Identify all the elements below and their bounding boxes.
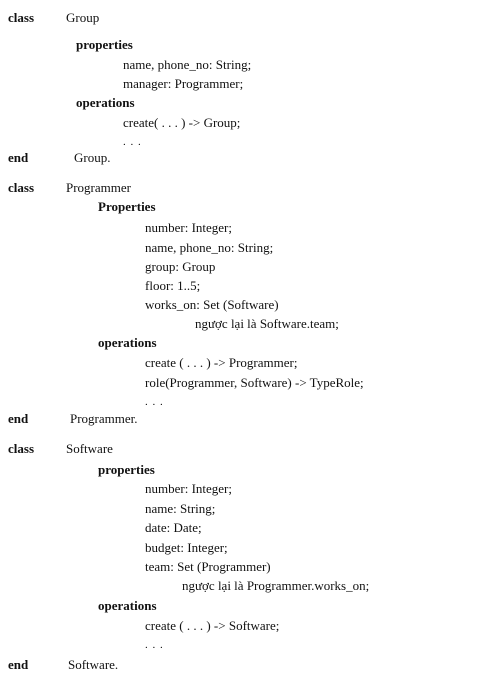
class-name: Group [66, 10, 100, 25]
property-line: number: Integer; [145, 220, 232, 235]
operation-ellipsis: . . . [145, 639, 164, 651]
operation-line: create ( . . . ) -> Programmer; [145, 355, 298, 370]
class-name: Software [66, 441, 113, 456]
property-line: name, phone_no: String; [123, 57, 252, 72]
operations-label: operations [76, 95, 135, 110]
property-line: name: String; [145, 501, 216, 516]
property-line: works_on: Set (Software) [145, 297, 279, 312]
properties-label: properties [98, 462, 155, 477]
property-line: floor: 1..5; [145, 278, 201, 293]
end-name: Programmer. [70, 411, 138, 426]
properties-label: properties [76, 37, 133, 52]
property-line: ngược lại là Software.team; [195, 316, 339, 331]
operation-line: create ( . . . ) -> Software; [145, 618, 280, 633]
property-line: group: Group [145, 259, 216, 274]
end-keyword: end [8, 150, 29, 165]
class-name: Programmer [66, 180, 131, 195]
property-line: ngược lại là Programmer.works_on; [182, 578, 370, 593]
operation-line: role(Programmer, Software) -> TypeRole; [145, 375, 364, 390]
properties-label: Properties [98, 199, 156, 214]
end-name: Software. [68, 657, 119, 672]
property-line: budget: Integer; [145, 540, 228, 555]
class-keyword: class [8, 441, 34, 456]
operation-ellipsis: . . . [123, 136, 142, 148]
operations-label: operations [98, 598, 157, 613]
class-keyword: class [8, 10, 34, 25]
property-line: name, phone_no: String; [145, 240, 274, 255]
property-line: date: Date; [145, 520, 202, 535]
property-line: manager: Programmer; [123, 76, 244, 91]
class-keyword: class [8, 180, 34, 195]
end-keyword: end [8, 411, 29, 426]
operation-ellipsis: . . . [145, 396, 164, 408]
operation-line: create( . . . ) -> Group; [123, 115, 241, 130]
end-keyword: end [8, 657, 29, 672]
property-line: number: Integer; [145, 481, 232, 496]
property-line: team: Set (Programmer) [145, 559, 271, 574]
end-name: Group. [74, 150, 111, 165]
operations-label: operations [98, 335, 157, 350]
